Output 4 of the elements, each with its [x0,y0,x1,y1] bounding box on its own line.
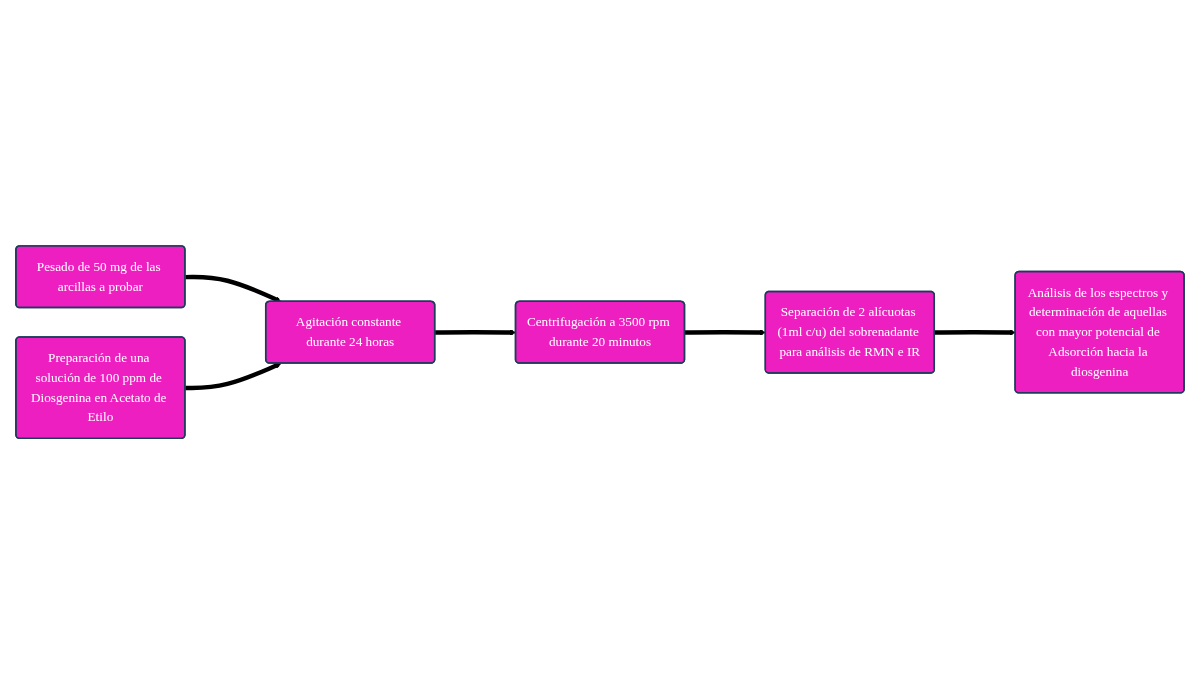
arrow [185,362,282,391]
arrow [684,329,766,337]
arrow [934,329,1016,337]
arrow [185,275,282,303]
